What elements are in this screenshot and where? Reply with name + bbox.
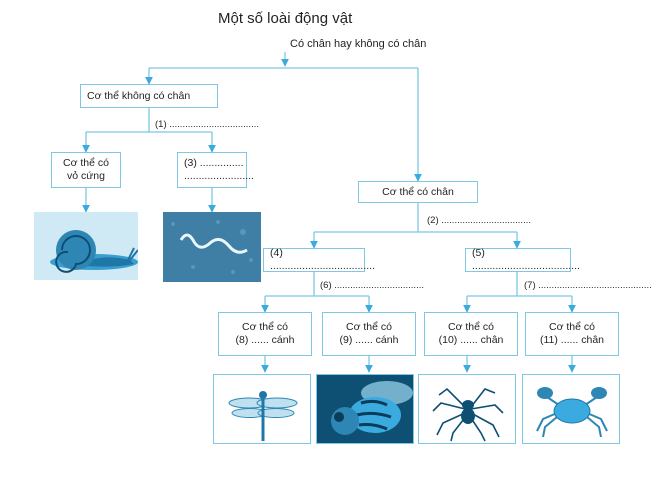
- node-legs-11-line1: Cơ thể có: [549, 321, 595, 333]
- node-blank-3: (3) ............... ....................…: [177, 152, 254, 188]
- blank-6: (6) ..................................: [320, 280, 424, 291]
- node-legs-10-line1: Cơ thể có: [448, 321, 494, 333]
- crab-photo: [522, 374, 620, 444]
- node-wings-9-line2: (9) ...... cánh: [339, 334, 399, 346]
- node-hard-shell-line2: vỏ cứng: [67, 170, 105, 182]
- root-question: Có chân hay không có chân: [290, 38, 427, 50]
- diagram-title: Một số loài động vật: [218, 10, 353, 27]
- node-wings-8-line2: (8) ...... cánh: [235, 334, 295, 346]
- node-has-legs-label: Cơ thể có chân: [382, 185, 454, 198]
- node-blank-4: (4) ....................................: [263, 247, 375, 272]
- blank-2: (2) ..................................: [427, 215, 531, 226]
- node-blank-3-line1: (3) ...............: [184, 157, 244, 169]
- node-no-legs: Cơ thể không có chân: [80, 84, 218, 108]
- node-has-legs: Cơ thể có chân: [358, 181, 478, 203]
- node-hard-shell-line1: Cơ thể có: [63, 157, 109, 169]
- blank-7: (7) ....................................…: [524, 280, 652, 291]
- bee-photo: [316, 374, 414, 444]
- node-no-legs-label: Cơ thể không có chân: [87, 89, 191, 102]
- node-blank-5: (5) ....................................…: [465, 247, 580, 272]
- node-blank-4-label: (4) ....................................: [270, 247, 376, 272]
- node-legs-10-line2: (10) ...... chân: [438, 334, 504, 346]
- snail-photo: [34, 212, 138, 280]
- node-blank-5-label: (5) ....................................…: [472, 247, 580, 272]
- node-wings-8: Cơ thể có (8) ...... cánh: [218, 312, 312, 356]
- node-blank-3-line2: ........................: [184, 170, 255, 182]
- node-wings-9-line1: Cơ thể có: [346, 321, 392, 333]
- node-legs-10: Cơ thể có (10) ...... chân: [424, 312, 518, 356]
- spider-photo: [418, 374, 516, 444]
- node-legs-11: Cơ thể có (11) ...... chân: [525, 312, 619, 356]
- node-legs-11-line2: (11) ...... chân: [540, 334, 604, 346]
- node-hard-shell: Cơ thể có vỏ cứng: [51, 152, 121, 188]
- worm-photo: [163, 212, 261, 282]
- node-wings-9: Cơ thể có (9) ...... cánh: [322, 312, 416, 356]
- blank-1: (1) ..................................: [155, 119, 259, 130]
- node-wings-8-line1: Cơ thể có: [242, 321, 288, 333]
- dragonfly-photo: [213, 374, 311, 444]
